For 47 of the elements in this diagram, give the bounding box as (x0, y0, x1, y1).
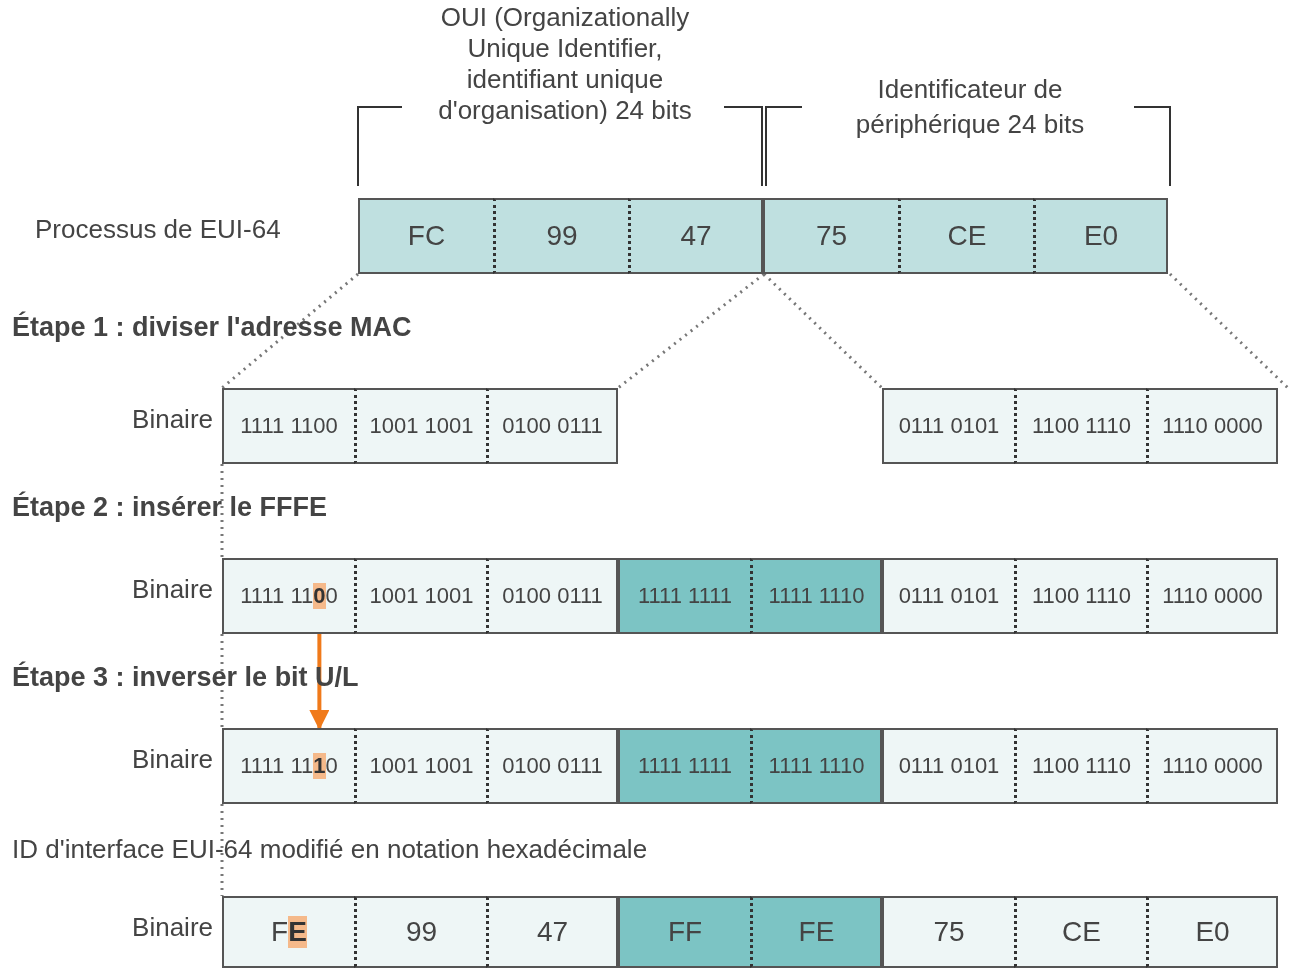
byte-cell: 47 (486, 896, 618, 968)
byte-cell: 1001 1001 (354, 728, 486, 804)
section-heading: ID d'interface EUI-64 modifié en notation hexadécimale (12, 834, 648, 865)
byte-cell: 1111 1110 (750, 728, 882, 804)
byte-cell: 0111 0101 (882, 388, 1014, 464)
byte-cell: 0111 0101 (882, 558, 1014, 634)
byte-cell: 1111 1100 (222, 558, 354, 634)
byte-cell: 1111 1110 (222, 728, 354, 804)
byte-cell: 75 (763, 198, 898, 274)
byte-cell: CE (1014, 896, 1146, 968)
byte-cell: FE (222, 896, 354, 968)
bracket-caption: Identificateur de périphérique 24 bits (854, 73, 1086, 141)
byte-cell: 0100 0111 (486, 388, 618, 464)
bracket-caption: OUI (Organizationally Unique Identifier, identifiant unique d'organisation) 24 bits (437, 2, 693, 126)
byte-cell: 1110 0000 (1146, 728, 1278, 804)
byte-cell: 1111 1110 (750, 558, 882, 634)
byte-cell: 75 (882, 896, 1014, 968)
byte-cell: 1111 1111 (618, 558, 750, 634)
byte-cell: 1110 0000 (1146, 388, 1278, 464)
byte-cell: E0 (1033, 198, 1168, 274)
byte-cell: 1100 1110 (1014, 388, 1146, 464)
byte-cell: 1111 1111 (618, 728, 750, 804)
byte-cell: 1001 1001 (354, 388, 486, 464)
byte-cell: FC (358, 198, 493, 274)
byte-cell: 1100 1110 (1014, 728, 1146, 804)
byte-cell: 1111 1100 (222, 388, 354, 464)
byte-cell: 0100 0111 (486, 558, 618, 634)
byte-cell: 1001 1001 (354, 558, 486, 634)
byte-cell: 0100 0111 (486, 728, 618, 804)
byte-cell: 1100 1110 (1014, 558, 1146, 634)
byte-cell: 0111 0101 (882, 728, 1014, 804)
row-label: Binaire (131, 744, 213, 775)
row-label: Binaire (131, 404, 213, 435)
byte-cell: FE (750, 896, 882, 968)
step-heading: Étape 1 : diviser l'adresse MAC (12, 312, 412, 343)
row-label: Binaire (131, 912, 213, 943)
byte-cell: 99 (354, 896, 486, 968)
row-label: Processus de EUI-64 (35, 214, 281, 245)
step-heading: Étape 2 : insérer le FFFE (12, 492, 328, 523)
byte-cell: E0 (1146, 896, 1278, 968)
byte-cell: 99 (493, 198, 628, 274)
arrow (309, 634, 330, 730)
byte-cell: FF (618, 896, 750, 968)
row-label: Binaire (131, 574, 213, 605)
byte-cell: 1110 0000 (1146, 558, 1278, 634)
byte-cell: CE (898, 198, 1033, 274)
byte-cell: 47 (628, 198, 763, 274)
